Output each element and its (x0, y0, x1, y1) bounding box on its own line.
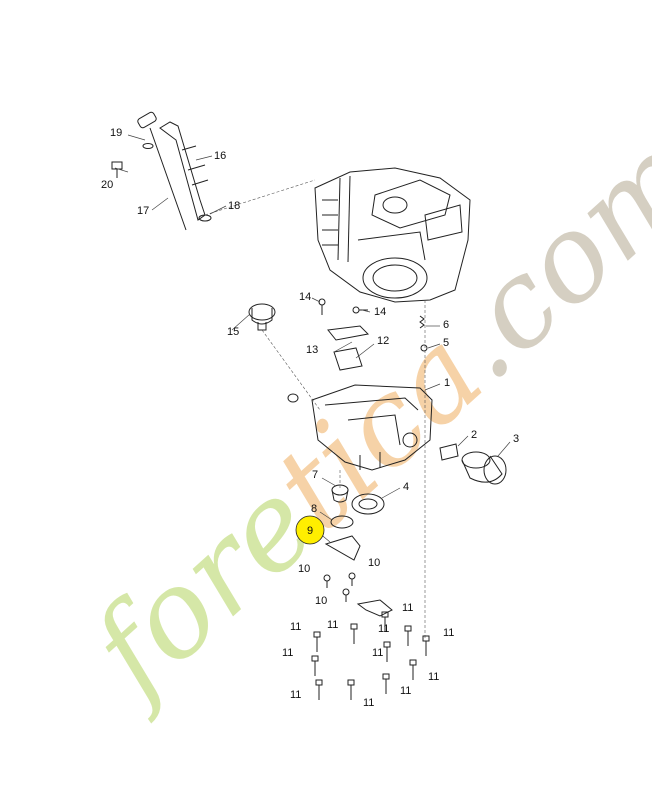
callout-11e: 11 (443, 627, 454, 639)
governor-gear (248, 303, 276, 331)
cover-plate-9 (324, 535, 361, 561)
callout-10b: 10 (368, 557, 380, 569)
screw-10c (342, 588, 350, 602)
callout-11d: 11 (378, 623, 389, 635)
crankcase-sump (311, 384, 433, 471)
oil-filter-3 (461, 451, 507, 485)
highlight-circle[interactable] (295, 515, 325, 545)
dipstick-guide-line (204, 179, 316, 216)
callout-18: 18 (228, 200, 240, 212)
bolts-11 (311, 611, 430, 700)
callout-16: 16 (214, 150, 226, 162)
alignment-line-2 (261, 329, 321, 411)
ball-5 (420, 344, 428, 352)
callout-15: 15 (227, 326, 239, 338)
o-ring-8 (330, 515, 354, 529)
callout-7: 7 (312, 469, 318, 481)
dipstick-tube (159, 121, 209, 221)
dipstick (137, 111, 187, 231)
spring-6 (419, 315, 425, 329)
callout-1: 1 (444, 377, 450, 389)
callout-14a: 14 (299, 291, 311, 303)
callout-11j: 11 (363, 697, 374, 709)
filter-fitting-2 (439, 443, 459, 461)
callout-11c: 11 (402, 602, 413, 614)
callout-19: 19 (110, 127, 122, 139)
callout-13: 13 (306, 344, 318, 356)
callout-9[interactable]: 9 (307, 525, 313, 537)
leader-lines (114, 134, 511, 543)
oil-seal-4 (351, 493, 385, 515)
callout-11h: 11 (428, 671, 439, 683)
watermark-text: foretica.com (60, 109, 652, 727)
callout-14b: 14 (374, 306, 386, 318)
callout-11g: 11 (372, 647, 383, 659)
callout-11a: 11 (290, 621, 301, 633)
callout-6: 6 (443, 319, 449, 331)
callout-11b: 11 (327, 619, 338, 631)
callout-11f: 11 (282, 647, 293, 659)
o-ring-19 (142, 143, 154, 149)
callout-10c: 10 (315, 595, 327, 607)
bolt-20 (111, 161, 123, 178)
callout-8: 8 (311, 503, 317, 515)
plug-left (287, 393, 299, 403)
bracket (356, 599, 393, 617)
callout-10a: 10 (298, 563, 310, 575)
callout-2: 2 (471, 429, 477, 441)
callout-4: 4 (403, 481, 409, 493)
gasket-13 (327, 325, 370, 341)
engine-block (314, 167, 471, 303)
callout-3: 3 (513, 433, 519, 445)
callout-11i: 11 (290, 689, 301, 701)
callout-11k: 11 (400, 685, 411, 697)
callout-5: 5 (443, 337, 449, 349)
callout-20: 20 (101, 179, 113, 191)
screw-10b (348, 572, 356, 586)
baffle-12 (333, 347, 363, 371)
screw-14b (352, 306, 368, 314)
callout-12: 12 (377, 335, 389, 347)
watermark: foretica.com (60, 109, 652, 727)
screw-14a (318, 298, 326, 315)
callout-17: 17 (137, 205, 149, 217)
screw-10a (323, 574, 331, 588)
